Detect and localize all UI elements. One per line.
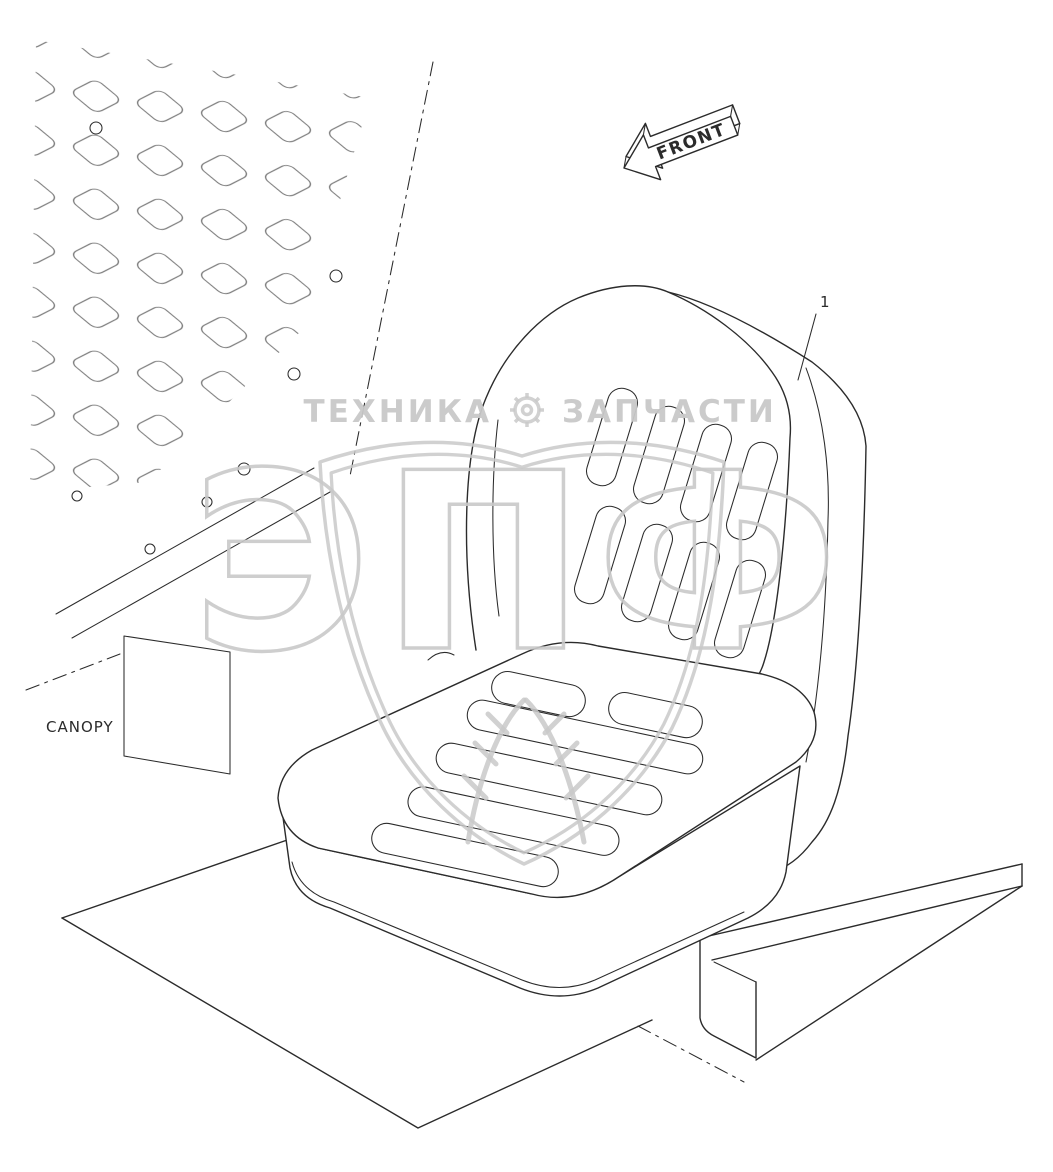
front-arrow-back-face	[625, 104, 741, 169]
canopy-label: CANOPY	[46, 718, 114, 736]
backrest-slot	[725, 441, 779, 541]
seat-skirt-lip	[291, 861, 745, 988]
plate-tab-bracket	[699, 937, 757, 1059]
front-arrow-depth-lines	[623, 104, 741, 169]
rivet-hole	[144, 543, 156, 555]
cushion-slot	[608, 692, 703, 739]
cushion-slot	[466, 699, 704, 775]
part-leader-line	[797, 313, 817, 381]
backrest-side-crease	[805, 367, 829, 763]
backrest-shell-outline	[667, 291, 867, 873]
part-callout: 1	[797, 293, 831, 381]
canopy-rail-line	[71, 491, 331, 639]
canopy-rail-line	[55, 467, 315, 615]
rivet-hole	[237, 462, 251, 476]
front-arrow-front-face	[623, 115, 739, 181]
plate-edge	[61, 917, 653, 1129]
cushion-slot	[407, 786, 620, 856]
watermark-text-left: ТЕХНИКА	[304, 394, 492, 430]
rivet-hole	[89, 121, 103, 135]
plate-center-line	[637, 1025, 745, 1083]
seat-base	[281, 765, 801, 997]
watermark-gear-icon	[510, 393, 544, 427]
rivet-hole	[201, 496, 213, 508]
plate-edge	[755, 885, 1023, 1061]
rivet-hole	[329, 269, 343, 283]
front-arrow-label: FRONT	[654, 120, 729, 165]
cushion-corner-dart	[427, 651, 455, 661]
seat-skirt	[281, 765, 801, 997]
front-arrow: FRONT	[623, 104, 741, 181]
watermark-wheat-icon	[461, 697, 591, 845]
operator-seat	[277, 285, 867, 997]
seat-center-line	[349, 61, 434, 477]
watermark-logo: ЭПФ	[189, 419, 849, 866]
canopy-rivet-holes	[71, 121, 343, 555]
backrest-slot	[632, 405, 686, 505]
canopy-mesh-panel	[25, 40, 370, 775]
watermark-text-right: ЗАПЧАСТИ	[562, 394, 777, 430]
backrest-slot	[679, 423, 733, 523]
part-number-label: 1	[820, 293, 831, 311]
backrest-slot	[713, 559, 767, 659]
canopy-post	[123, 635, 231, 775]
backrest-slot	[573, 505, 627, 605]
backrest-face-outline	[465, 285, 792, 691]
plate-tab-edge	[713, 961, 757, 983]
canopy-frame	[25, 467, 331, 775]
canopy-center-line	[25, 653, 121, 691]
backrest-slot	[620, 523, 674, 623]
plate-fold-edge	[699, 863, 1023, 939]
watermark-logo-text: ЭПФ	[191, 421, 849, 706]
backrest-left-crease	[492, 419, 500, 617]
rivet-hole	[71, 490, 83, 502]
cushion-slot	[435, 742, 663, 816]
plate-edge	[61, 837, 294, 919]
watermark-shield	[318, 440, 726, 866]
plate-fold-edge	[711, 885, 1023, 961]
floor-plate	[61, 837, 1023, 1129]
rivet-hole	[287, 367, 301, 381]
mesh-grid	[30, 40, 370, 492]
watermark: ТЕХНИКА ЗАПЧАСТИ ЭПФ	[189, 393, 849, 866]
